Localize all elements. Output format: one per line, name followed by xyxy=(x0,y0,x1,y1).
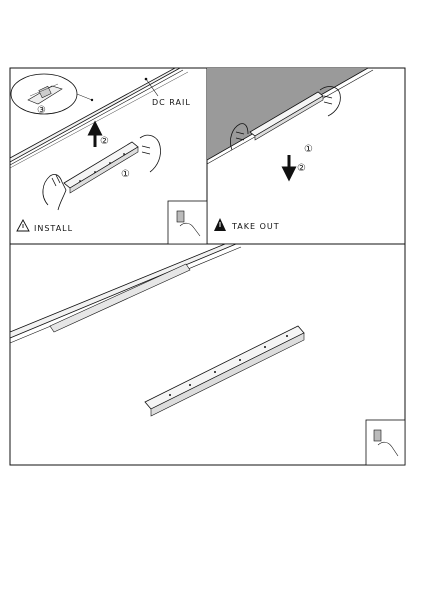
switch-inset xyxy=(167,200,208,245)
take-out-panel: ① ② TAKE OUT xyxy=(206,67,374,231)
wall-switch-hand-icon xyxy=(373,429,399,457)
detail-callout: ③ xyxy=(10,73,94,116)
wall-switch-hand-icon xyxy=(176,210,201,237)
step-1-marker: ① xyxy=(121,169,130,180)
step-2-marker: ② xyxy=(100,136,109,147)
install-panel: DC RAIL ③ xyxy=(9,67,208,245)
take-out-fixture xyxy=(249,91,324,141)
hand-icon xyxy=(42,174,67,211)
rail-label-leader xyxy=(145,78,159,97)
take-out-title: TAKE OUT xyxy=(231,222,280,231)
assembled-fixture xyxy=(144,325,305,417)
install-title: INSTALL xyxy=(34,224,73,233)
assembled-panel xyxy=(9,243,406,466)
hand-icon xyxy=(139,134,161,173)
dc-rail xyxy=(9,67,189,169)
take-out-step-1-marker: ① xyxy=(304,144,313,155)
hand-icon xyxy=(230,123,249,151)
take-out-step-2-marker: ② xyxy=(297,163,306,174)
warning-triangle-icon xyxy=(16,219,30,232)
assembled-rail xyxy=(9,243,242,344)
install-fixture xyxy=(63,141,139,194)
hand-icon xyxy=(319,86,341,117)
rail-label: DC RAIL xyxy=(152,98,191,107)
step-3-marker: ③ xyxy=(37,105,46,116)
